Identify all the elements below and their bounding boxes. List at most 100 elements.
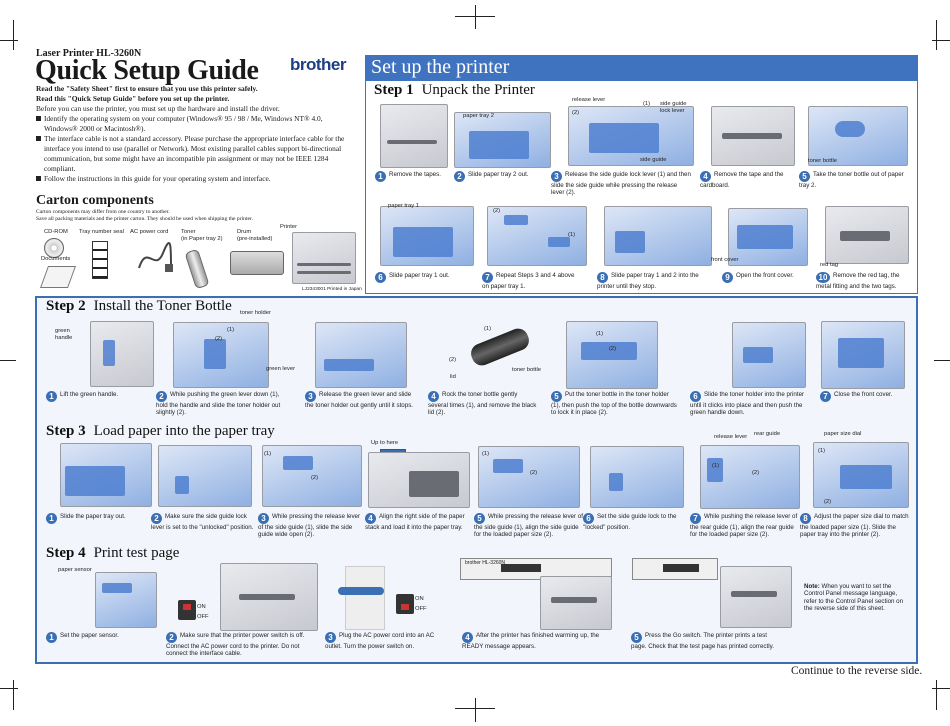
callout-label: (2): [752, 470, 760, 476]
callout-label: paper size dial: [824, 431, 862, 437]
step3-number: Step 3: [46, 423, 86, 439]
step-number-badge: 8: [597, 272, 608, 283]
control-panel-illustration: brother HL-3260N: [460, 558, 612, 580]
step-number-badge: 3: [551, 171, 562, 182]
step2-number: Step 2: [46, 298, 86, 314]
illustration: [700, 445, 800, 509]
crop-mark: [0, 40, 18, 41]
crop-mark: [13, 20, 14, 50]
crop-mark: [936, 20, 937, 50]
model-name: Laser Printer HL-3260N: [36, 48, 142, 59]
step-number-badge: 5: [474, 513, 485, 524]
step-number-badge: 2: [454, 171, 465, 182]
callout-label: front cover: [711, 257, 739, 263]
intro-bullet: Identify the operating system on your co…: [36, 114, 356, 134]
crop-mark: [932, 40, 950, 41]
illustration: [95, 572, 157, 628]
step4-number: Step 4: [46, 545, 86, 561]
crop-mark: [13, 680, 14, 710]
caption-text: Make sure that the printer power switch …: [166, 632, 305, 658]
step-number-badge: 6: [690, 391, 701, 402]
illustration: [825, 206, 909, 264]
callout-label: (2): [609, 346, 617, 352]
caption-text: While pushing the green lever down (1), …: [156, 391, 281, 417]
illustration: [604, 206, 712, 266]
callout-label: (2): [530, 470, 538, 476]
callout-label: green handle: [55, 328, 73, 341]
step-number-badge: 5: [799, 171, 810, 182]
step-number-badge: 10: [816, 272, 830, 283]
crop-mark: [0, 688, 18, 689]
caption-text: Close the front cover.: [834, 391, 893, 398]
caption-text: Set the paper sensor.: [60, 632, 119, 639]
caption-text: While pressing the release lever of the …: [258, 513, 361, 539]
caption-text: Open the front cover.: [736, 272, 794, 279]
step-number-badge: 1: [46, 391, 57, 402]
power-switch-icon: [396, 594, 414, 614]
crop-mark: [936, 680, 937, 710]
step4-note: Note: When you want to set the Control P…: [804, 583, 906, 613]
caption-text: Slide the toner holder into the printer …: [690, 391, 805, 417]
callout-label: (1): [568, 232, 576, 238]
step-number-badge: 3: [258, 513, 269, 524]
step-number-badge: 5: [551, 391, 562, 402]
brand-logo: brother: [290, 55, 347, 74]
illustration: [380, 104, 448, 168]
switch-label-off: OFF: [197, 614, 209, 620]
wall-outlet-illustration: [338, 566, 385, 630]
illustration: [590, 446, 684, 508]
cdrom-image: [44, 238, 64, 258]
step-number-badge: 2: [151, 513, 162, 524]
intro-bold-1: Read the "Safety Sheet" first to ensure …: [36, 84, 258, 93]
intro-block: Read the "Safety Sheet" first to ensure …: [36, 84, 356, 184]
illustration: [173, 322, 269, 388]
carton-label-toner: Toner (in Paper tray 2): [181, 229, 223, 242]
step-number-badge: 7: [820, 391, 831, 402]
printed-note: LJ2343001 Printed in Japan: [302, 287, 362, 292]
illustration: [380, 206, 474, 266]
callout-label: toner bottle: [512, 367, 542, 373]
switch-label-on: ON: [197, 604, 206, 610]
control-panel-illustration: [632, 558, 718, 580]
step-number-badge: 4: [428, 391, 439, 402]
intro-bullet: The interface cable is not a standard ac…: [36, 134, 356, 174]
illustration: [728, 208, 808, 266]
step-number-badge: 4: [365, 513, 376, 524]
callout-label: toner holder: [240, 310, 271, 316]
toner-image: [184, 248, 210, 290]
illustration: [315, 322, 407, 388]
caption-text: While pushing the release lever of the r…: [690, 513, 798, 539]
crop-mark: [0, 360, 16, 361]
caption-text: Slide paper tray 2 out.: [468, 171, 529, 178]
callout-label: (1): [712, 463, 720, 469]
illustration: [540, 576, 612, 630]
callout-label: (1): [227, 327, 235, 333]
crop-mark: [475, 698, 476, 722]
illustration: [808, 106, 908, 166]
caption-text: Lift the green handle.: [60, 391, 119, 398]
caption-text: Make sure the side guide lock lever is s…: [151, 513, 254, 531]
caption-text: Slide paper tray 1 and 2 into the printe…: [597, 272, 699, 290]
caption-text: Remove the tape and the cardboard.: [700, 171, 784, 189]
callout-label: (2): [493, 208, 501, 214]
callout-label: release lever: [714, 434, 748, 440]
power-cord-image: [138, 242, 173, 272]
